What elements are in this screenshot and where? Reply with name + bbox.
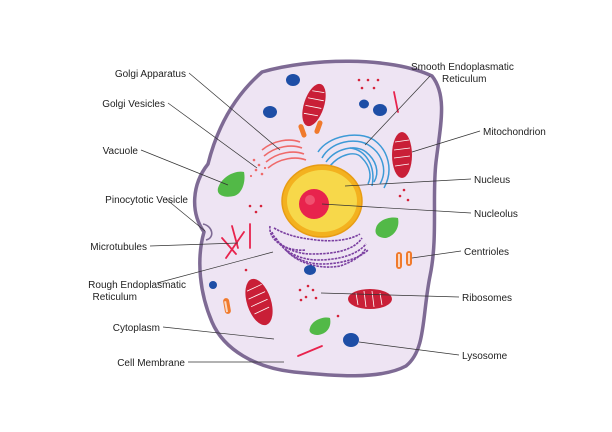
mitochondrion (302, 83, 326, 127)
label-cytoplasm: Cytoplasm (113, 323, 160, 334)
rough-endoplasmic-reticulum (269, 225, 369, 268)
label-smooth-er-line2: Reticulum (442, 74, 486, 85)
label-golgi-apparatus: Golgi Apparatus (115, 69, 186, 80)
mitochondrion (392, 132, 412, 178)
centriole-pair (223, 298, 231, 314)
label-vacuole: Vacuole (103, 146, 139, 157)
nucleolus-highlight (305, 195, 315, 205)
ribosomes (244, 78, 410, 318)
label-microtubules: Microtubules (90, 242, 147, 253)
golgi-vesicles (249, 158, 267, 178)
label-rough-er-line2: Reticulum (93, 292, 137, 303)
label-golgi-vesicles: Golgi Vesicles (102, 99, 165, 110)
microtubules (221, 91, 399, 357)
label-mitochondrion: Mitochondrion (483, 127, 546, 138)
centrioles (396, 251, 412, 269)
label-nucleus: Nucleus (474, 175, 510, 186)
centriole-pair (298, 120, 323, 138)
pinocytotic-vesicle (202, 223, 213, 241)
label-ribosomes: Ribosomes (462, 293, 512, 304)
golgi-apparatus (261, 139, 307, 169)
lysosome (343, 333, 359, 347)
label-cell-membrane: Cell Membrane (117, 358, 185, 369)
label-centrioles: Centrioles (464, 247, 509, 258)
mitochondrion (348, 289, 392, 309)
blue-vesicles (209, 74, 387, 289)
vacuole (217, 171, 399, 335)
smooth-endoplasmic-reticulum (317, 134, 390, 189)
leader-lines (140, 72, 481, 363)
label-smooth-er-line1: Smooth Endoplasmatic (411, 62, 514, 73)
label-rough-er-line1: Rough Endoplasmatic (88, 280, 186, 291)
label-nucleolus: Nucleolus (474, 209, 518, 220)
label-lysosome: Lysosome (462, 351, 508, 362)
label-pinocytotic-vesicle: Pinocytotic Vesicle (105, 195, 188, 206)
mitochondrion (245, 278, 273, 326)
